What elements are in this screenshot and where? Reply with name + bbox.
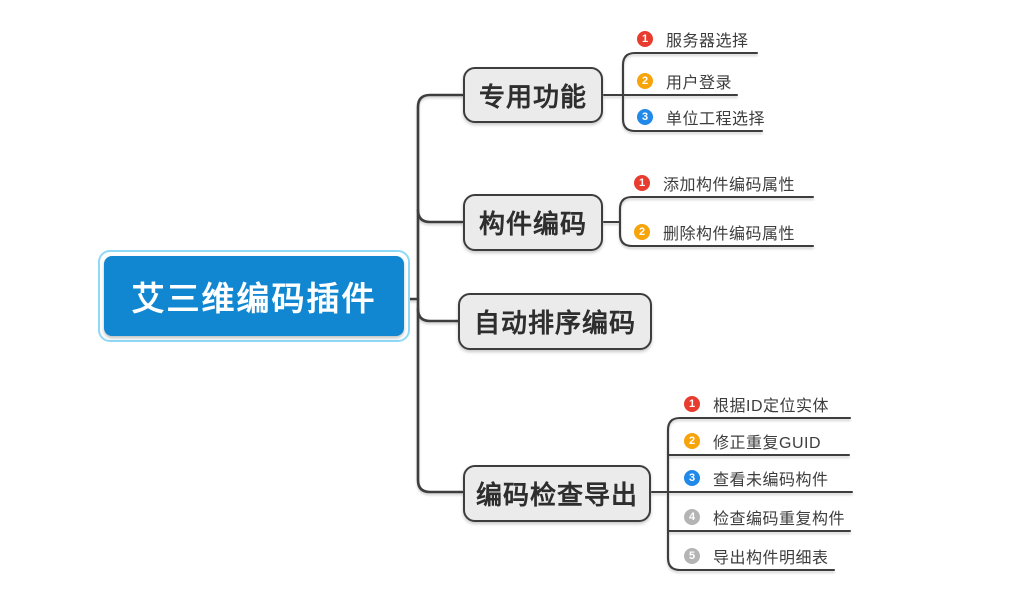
subtopic-view-uncoded[interactable]: 3 查看未编码构件 (684, 466, 829, 490)
subtopic-label: 删除构件编码属性 (663, 226, 796, 243)
subtopic-label: 单位工程选择 (666, 111, 766, 128)
topic-label: 专用功能 (478, 81, 587, 112)
number-badge-icon: 3 (684, 470, 700, 486)
subtopic-label: 用户登录 (666, 75, 733, 92)
number-badge-icon: 1 (684, 396, 700, 412)
topic-label: 编码检查导出 (475, 480, 638, 510)
number-badge-icon: 1 (634, 175, 650, 191)
subtopic-unit-project-select[interactable]: 3 单位工程选择 (637, 105, 765, 129)
subtopic-label: 根据ID定位实体 (713, 398, 830, 415)
subtopic-label: 修正重复GUID (713, 435, 822, 452)
subtopic-label: 查看未编码构件 (713, 472, 829, 489)
subtopic-label: 导出构件明细表 (713, 550, 829, 567)
number-badge-icon: 3 (637, 109, 653, 125)
topic-label: 自动排序编码 (473, 308, 636, 338)
subtopic-label: 添加构件编码属性 (663, 177, 796, 194)
number-badge-icon: 1 (637, 31, 653, 47)
subtopic-locate-by-id[interactable]: 1 根据ID定位实体 (684, 392, 829, 416)
subtopic-remove-coding-attr[interactable]: 2 删除构件编码属性 (634, 220, 795, 244)
number-badge-icon: 5 (684, 548, 700, 564)
number-badge-icon: 2 (634, 224, 650, 240)
root-topic[interactable]: 艾三维编码插件 (98, 250, 410, 342)
subtopic-check-duplicate-coding[interactable]: 4 检查编码重复构件 (684, 505, 845, 529)
topic-auto-sort-coding[interactable]: 自动排序编码 (458, 293, 652, 350)
subtopic-fix-duplicate-guid[interactable]: 2 修正重复GUID (684, 429, 821, 453)
number-badge-icon: 2 (684, 433, 700, 449)
subtopic-export-detail-table[interactable]: 5 导出构件明细表 (684, 544, 829, 568)
topic-label: 构件编码 (478, 209, 587, 239)
number-badge-icon: 4 (684, 509, 700, 525)
topic-component-coding[interactable]: 构件编码 (463, 194, 603, 251)
number-badge-icon: 2 (637, 73, 653, 89)
subtopic-add-coding-attr[interactable]: 1 添加构件编码属性 (634, 171, 795, 195)
subtopic-server-select[interactable]: 1 服务器选择 (637, 27, 749, 51)
subtopic-label: 检查编码重复构件 (713, 511, 846, 528)
subtopic-user-login[interactable]: 2 用户登录 (637, 69, 732, 93)
root-topic-label: 艾三维编码插件 (104, 256, 404, 336)
subtopic-label: 服务器选择 (666, 33, 749, 50)
topic-special-functions[interactable]: 专用功能 (463, 67, 603, 123)
topic-coding-check-export[interactable]: 编码检查导出 (463, 465, 651, 522)
